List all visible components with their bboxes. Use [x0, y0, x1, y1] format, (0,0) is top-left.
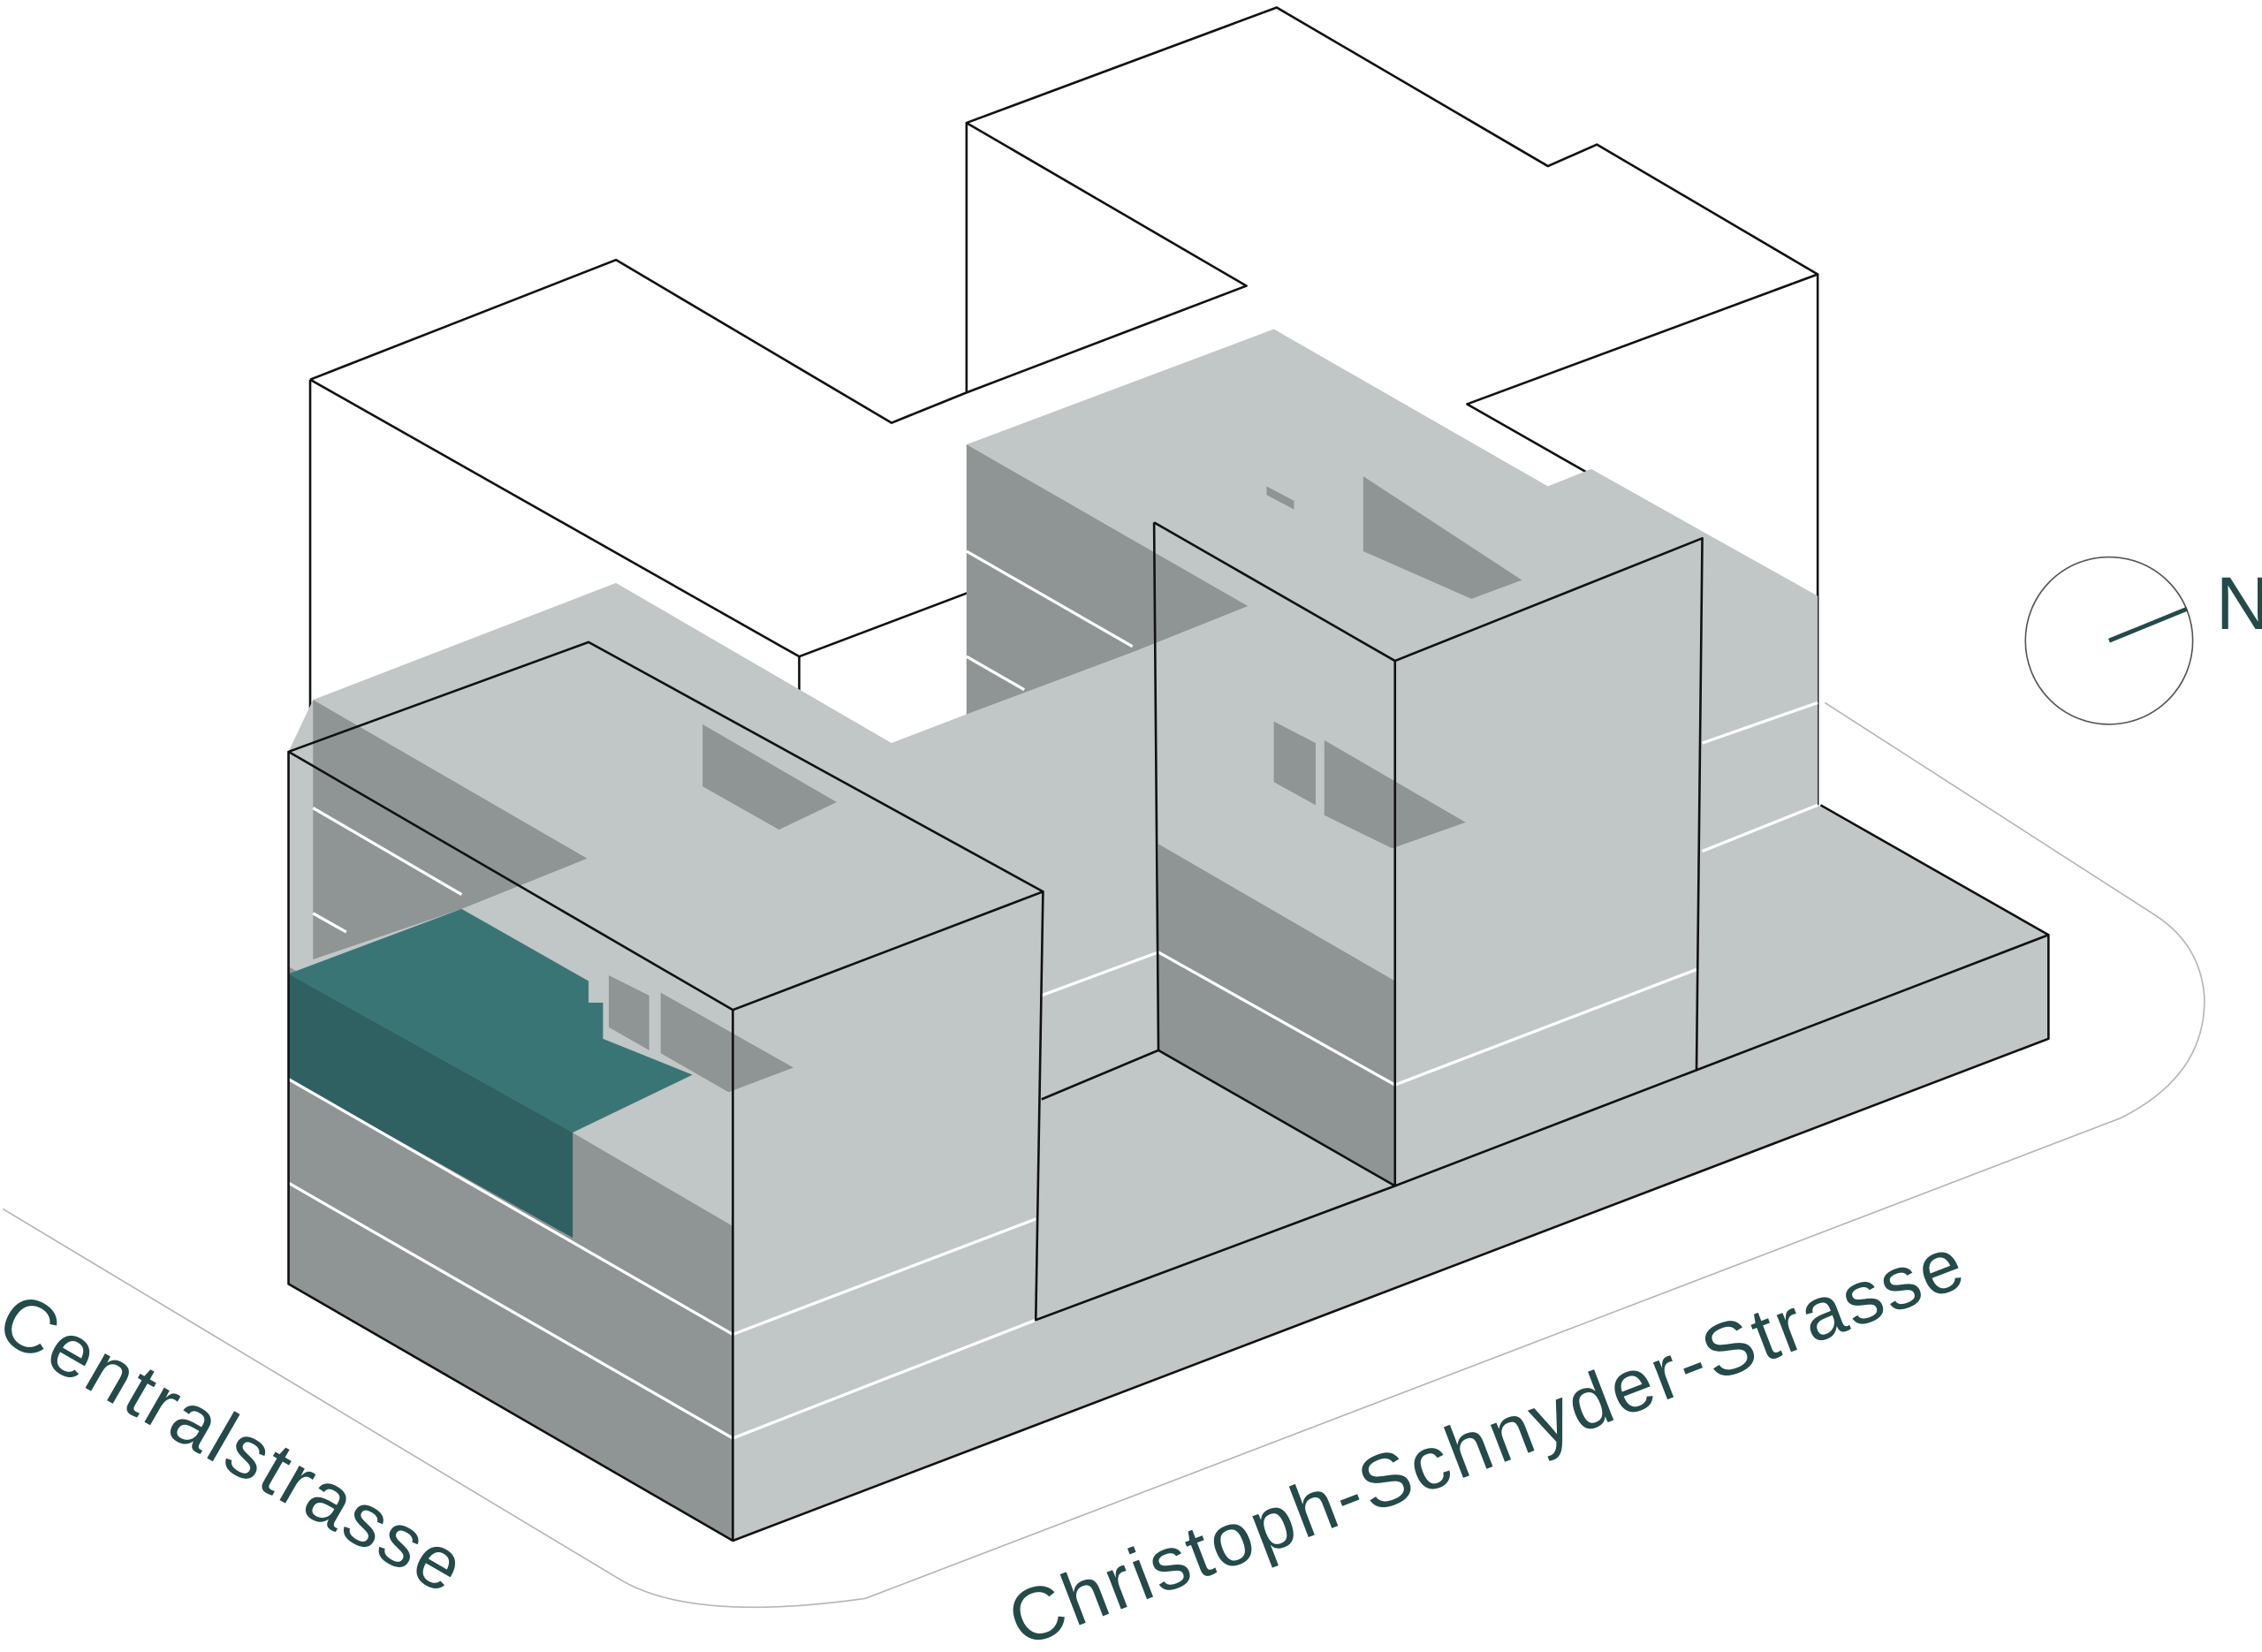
highlighted-unit-face: [288, 974, 573, 1239]
highlighted-unit: [288, 908, 693, 1133]
north-compass: N: [2024, 556, 2262, 725]
street-outline: [2, 701, 2205, 1609]
proposed-building-outlines: [287, 521, 2050, 1542]
north-label: N: [2216, 561, 2262, 645]
north-arrow-icon: [2108, 607, 2189, 643]
proposed-massing: [288, 329, 2049, 1541]
